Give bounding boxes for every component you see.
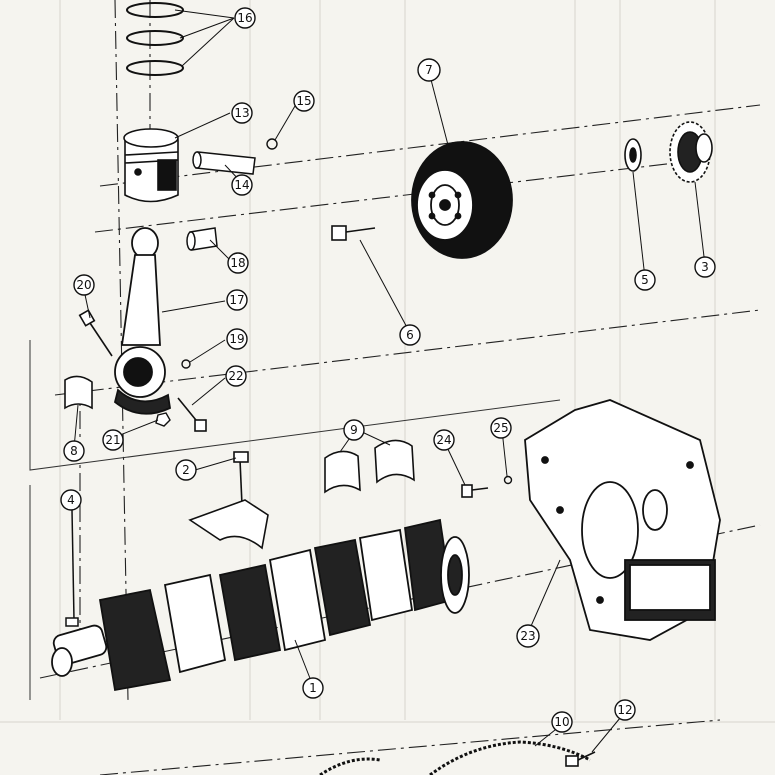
callout-22: 22 [225,365,247,387]
main-bearing-shells [324,439,415,494]
panel-outlines [29,340,561,700]
rod-bolt-left [78,309,113,357]
flywheel-ring-gear [319,740,591,775]
callout-15: 15 [293,90,315,112]
flywheel-bolt [565,751,596,767]
callouts: 1 2 3 4 5 6 7 8 9 10 12 13 14 15 16 17 1… [60,7,716,733]
callout-3: 3 [694,256,716,278]
svg-text:4: 4 [67,493,75,507]
flywheel-housing [524,399,721,641]
svg-text:24: 24 [436,433,451,447]
rod-nut [181,359,191,369]
svg-text:2: 2 [182,463,190,477]
callout-19: 19 [226,328,248,350]
crankshaft [51,518,470,692]
callout-20: 20 [73,274,95,296]
connecting-rod [113,227,171,415]
housing-washer [503,475,513,485]
callout-6: 6 [399,324,421,346]
svg-text:5: 5 [641,273,649,287]
crank-key [65,509,79,627]
svg-text:25: 25 [493,421,508,435]
svg-text:22: 22 [228,369,243,383]
svg-text:21: 21 [105,433,120,447]
callout-10: 10 [551,711,573,733]
callout-12: 12 [614,699,636,721]
callout-25: 25 [490,417,512,439]
svg-text:12: 12 [617,703,632,717]
svg-text:6: 6 [406,328,414,342]
svg-text:10: 10 [554,715,569,729]
small-end-bushing [186,227,218,251]
svg-text:20: 20 [76,278,91,292]
callout-23: 23 [516,624,540,648]
svg-text:13: 13 [234,106,249,120]
callout-7: 7 [417,58,441,82]
svg-text:16: 16 [237,11,252,25]
callout-2: 2 [175,459,197,481]
circlip [266,138,278,150]
callout-5: 5 [634,269,656,291]
timing-washer [624,138,642,172]
svg-text:14: 14 [234,178,249,192]
svg-text:1: 1 [309,681,317,695]
callout-16: 16 [234,7,256,29]
main-bearing-cap [188,499,269,550]
callout-9: 9 [343,419,365,441]
housing-bolt [461,484,489,498]
svg-text:19: 19 [229,332,244,346]
svg-text:17: 17 [229,293,244,307]
rod-bearing-shell [64,375,93,410]
main-cap-bolt [233,451,249,506]
callout-4: 4 [60,489,82,511]
piston-pin [192,151,256,175]
leader-lines [71,9,706,753]
piston-rings [126,2,184,76]
callout-14: 14 [231,174,253,196]
rod-bolt-right [177,397,207,432]
crankshaft-gear [669,121,713,183]
callout-24: 24 [433,429,455,451]
crankshaft-pulley [411,141,513,259]
svg-text:7: 7 [425,63,433,77]
svg-text:3: 3 [701,260,709,274]
callout-17: 17 [226,289,248,311]
svg-text:8: 8 [70,444,78,458]
callout-21: 21 [102,429,124,451]
svg-text:23: 23 [520,629,535,643]
svg-text:9: 9 [350,423,358,437]
piston [123,128,179,203]
svg-text:18: 18 [230,256,245,270]
callout-13: 13 [231,102,253,124]
callout-1: 1 [302,677,324,699]
pulley-bolt [331,225,376,241]
callout-8: 8 [63,440,85,462]
svg-text:15: 15 [296,94,311,108]
callout-18: 18 [227,252,249,274]
cap-nut [155,412,171,427]
